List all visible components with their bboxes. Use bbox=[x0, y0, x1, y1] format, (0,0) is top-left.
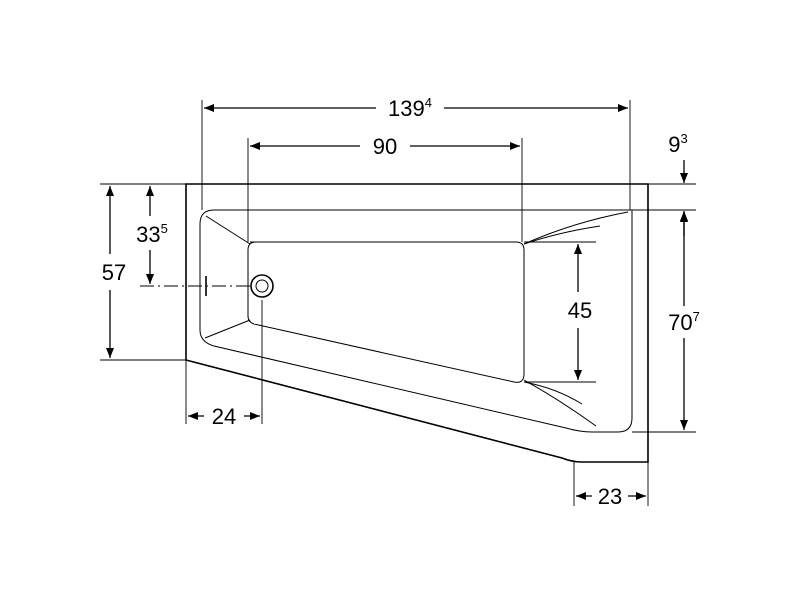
dim-label-corner-cut: 23 bbox=[598, 484, 622, 509]
basin-slope-bottom-left bbox=[204, 319, 251, 339]
dim-label-right-offset: 93 bbox=[668, 131, 687, 157]
basin-slope-top-right bbox=[523, 211, 629, 245]
dim-label-left-depth: 57 bbox=[102, 260, 126, 285]
dim-label-total-length: 1394 bbox=[388, 95, 432, 121]
dim-label-right-depth: 707 bbox=[668, 309, 700, 335]
dim-label-drain-from-left: 24 bbox=[212, 404, 236, 429]
tub-outline bbox=[185, 183, 649, 463]
dim-label-inner-width: 45 bbox=[568, 298, 592, 323]
dim-label-inner-length: 90 bbox=[373, 134, 397, 159]
drain-icon bbox=[250, 274, 274, 298]
dim-label-drain-from-back: 335 bbox=[136, 221, 168, 247]
basin-slope-bottom-right bbox=[523, 379, 597, 427]
tub-basin bbox=[247, 241, 525, 383]
backrest-curve-lower bbox=[523, 381, 583, 405]
tub-rim bbox=[199, 209, 633, 433]
basin-slope-top-left bbox=[205, 215, 251, 245]
